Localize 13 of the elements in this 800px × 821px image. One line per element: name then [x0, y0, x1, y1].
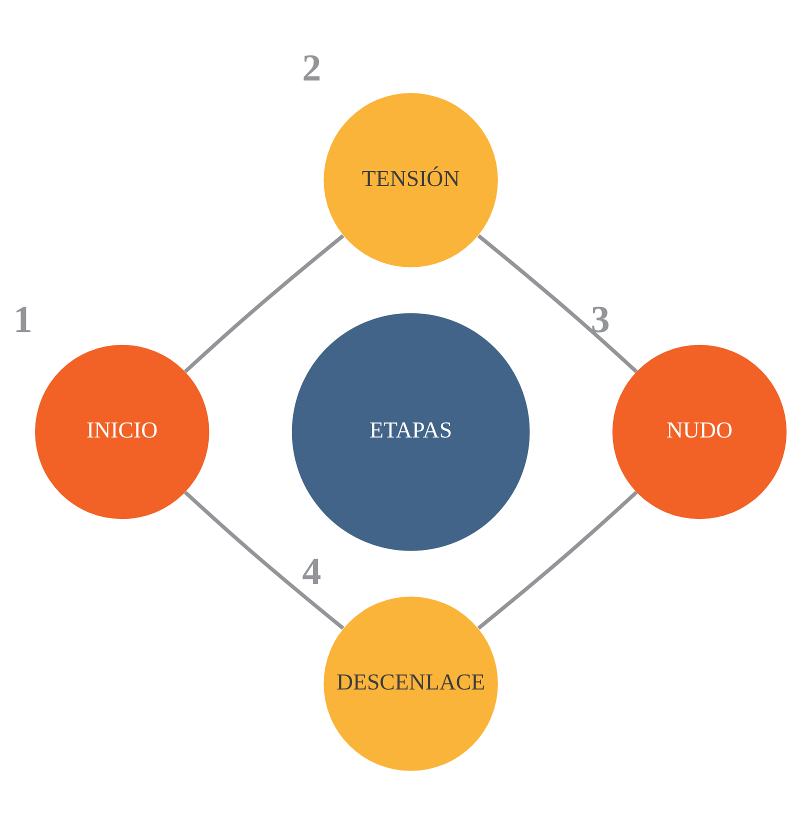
node-circle: INICIO — [35, 344, 210, 519]
node-circle: ETAPAS — [292, 312, 530, 550]
connector — [184, 234, 344, 373]
node-circle: TENSIÓN — [324, 92, 498, 267]
connector — [477, 234, 638, 373]
connector — [184, 490, 344, 630]
connector — [477, 490, 638, 630]
node-circle: DESCENLACE — [324, 596, 498, 770]
node-label: 3 — [590, 298, 610, 341]
node-label: 1 — [13, 298, 32, 341]
node-circle: NUDO — [612, 344, 787, 519]
node-label: 2 — [302, 46, 322, 89]
node-label: 4 — [302, 550, 322, 592]
